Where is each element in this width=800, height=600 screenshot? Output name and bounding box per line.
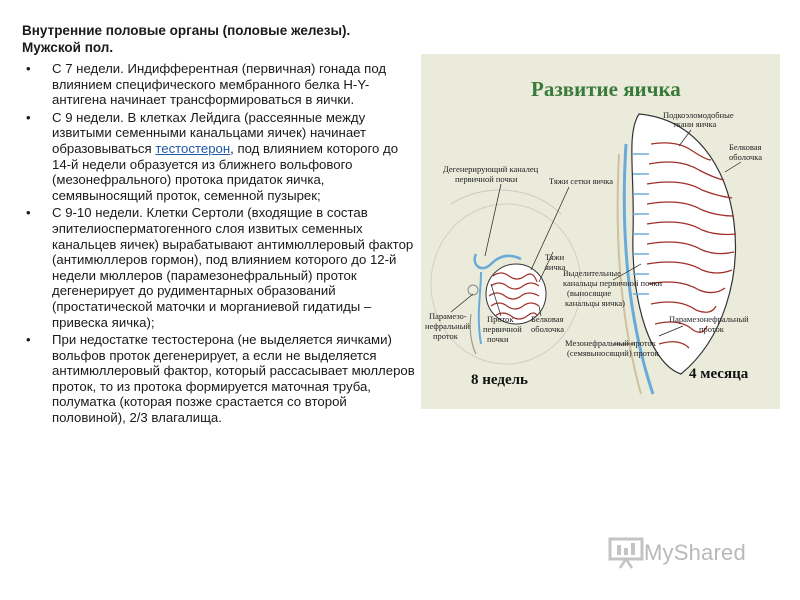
slide-text: Внутренние половые органы (половые желез… [22,22,417,428]
bullet-item: • При недостатке тестостерона (не выделя… [22,332,417,426]
slide-title: Внутренние половые органы (половые желез… [22,22,417,56]
logo-text: MyShared [644,540,746,566]
label-paramesonephric-left-2: нефральный [425,321,470,331]
testis-4-months-drawing [616,113,737,395]
label-efferent-2: канальцы первичной почки [563,278,663,288]
label-primary-kidney-duct-2: первичной [483,324,522,334]
label-subcoelomic-1: Подкоэломодобные [663,110,734,120]
age-label-8-weeks: 8 недель [471,372,528,388]
age-label-4-months: 4 месяца [689,366,749,382]
label-efferent-3: (выносящие [567,288,611,298]
embryo-8-weeks-drawing [430,189,582,365]
bullet-dot: • [26,332,31,348]
title-line-2: Мужской пол. [22,40,114,55]
label-paramesonephric-right-1: Парамезонефральный [669,314,749,324]
bullet-text: С 7 недели. Индифферентная (первичная) г… [52,61,387,108]
title-line-1: Внутренние половые органы (половые желез… [22,23,351,38]
label-degenerating-1: Дегенерирующий каналец [443,164,539,174]
label-paramesonephric-right-2: проток [699,324,725,334]
testosterone-link[interactable]: тестостерон [155,140,231,156]
bullet-text-after-link: , под влиянием которого до 14-й недели о… [52,140,399,203]
label-subcoelomic-2: ткани яичка [673,119,716,129]
bullet-text-before-link: С 9 недели. В клетках Лейдига (рассеянны… [52,109,367,156]
bullet-dot: • [26,109,31,125]
bullet-dot: • [26,61,31,76]
projector-screen-icon [608,537,644,569]
myshared-logo[interactable]: MyShared [608,536,746,570]
label-efferent-4: канальцы яичка) [565,298,625,308]
label-tunica-right-2: оболочка [729,152,762,162]
bullet-list: • С 7 недели. Индифферентная (первичная)… [22,61,417,426]
label-testis-cords-2: яичка [545,262,566,272]
logo-text-shared: Shared [673,540,746,565]
bullet-item: • С 7 недели. Индифферентная (первичная)… [22,61,417,108]
figure-title: Развитие яичка [531,77,681,101]
bullet-item: • С 9 недели. В клетках Лейдига (рассеян… [22,110,417,204]
label-tunica-left-1: Белковая [531,314,564,324]
bullet-dot: • [26,205,31,221]
figure-labels: Дегенерирующий каналец первичной почки Т… [425,110,762,358]
testis-development-figure: Развитие яичка [421,54,780,409]
label-primary-kidney-duct-3: почки [487,334,509,344]
label-rete-cords: Тяжи сетки яичка [549,176,613,186]
label-efferent-1: Выделительные [563,268,621,278]
bullet-item: • С 9-10 недели. Клетки Сертоли (входящи… [22,205,417,330]
bullet-text: С 9-10 недели. Клетки Сертоли (входящие … [52,205,414,330]
label-tunica-left-2: оболочка [531,324,564,334]
label-degenerating-2: первичной почки [455,174,518,184]
label-paramesonephric-left-3: проток [433,331,459,341]
leader-lines [450,129,742,345]
bullet-text: При недостатке тестостерона (не выделяет… [52,332,415,426]
label-testis-cords-1: Тяжи [545,252,565,262]
label-paramesonephric-left-1: Парамезо- [429,311,467,321]
label-mesonephric-2: (семявыносящий) проток [567,348,660,358]
label-primary-kidney-duct-1: Проток [487,314,514,324]
figure-svg: Развитие яичка [421,54,780,409]
label-mesonephric-1: Мезонефральный проток [565,338,657,348]
logo-text-my: My [644,540,674,565]
label-tunica-right-1: Белковая [729,142,762,152]
